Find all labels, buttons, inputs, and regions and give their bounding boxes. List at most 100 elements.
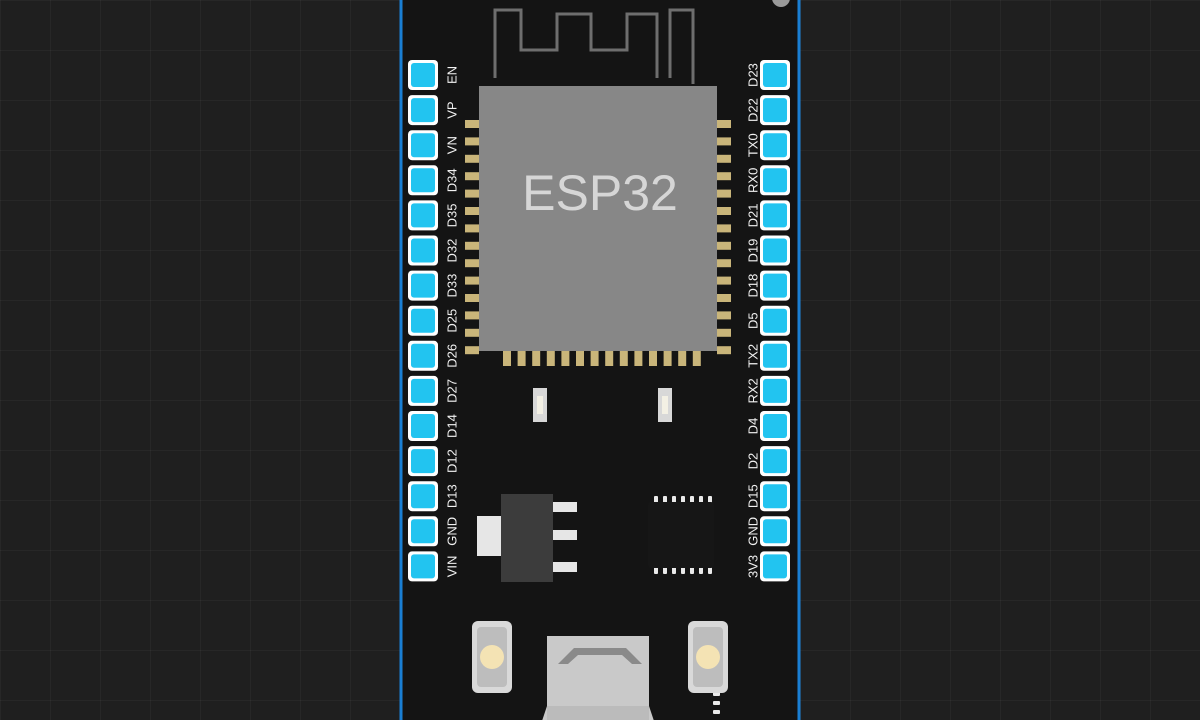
pin-label: D4 xyxy=(745,418,760,435)
pin-d22[interactable]: D22 xyxy=(745,95,790,126)
pin-pad xyxy=(411,414,435,438)
pin-pad xyxy=(411,98,435,123)
voltage-regulator xyxy=(477,494,577,582)
pin-pad xyxy=(411,378,435,403)
pin-rx0[interactable]: RX0 xyxy=(745,165,790,196)
pin-label: TX0 xyxy=(745,133,760,157)
pin-pad xyxy=(411,343,435,368)
pin-label: D32 xyxy=(444,239,459,263)
antenna-trace-end xyxy=(668,8,695,84)
pin-gnd[interactable]: GND xyxy=(745,516,790,547)
pin-label: D19 xyxy=(745,239,760,263)
pin-label: D2 xyxy=(745,453,760,470)
mounting-hole-icon xyxy=(772,0,790,7)
pin-d27[interactable]: D27 xyxy=(408,375,459,406)
micro-usb-connector[interactable] xyxy=(539,636,657,720)
pin-label: RX2 xyxy=(745,378,760,403)
pin-label: VN xyxy=(444,136,459,154)
boot-button[interactable] xyxy=(688,621,728,693)
pin-tx2[interactable]: TX2 xyxy=(745,340,790,371)
pin-label: D27 xyxy=(444,379,459,403)
pin-label: VP xyxy=(444,101,459,118)
pin-vin[interactable]: VIN xyxy=(408,551,459,582)
pin-label: GND xyxy=(745,517,760,546)
pin-pad xyxy=(763,168,787,193)
pin-d4[interactable]: D4 xyxy=(745,411,790,441)
pin-label: D18 xyxy=(745,274,760,298)
pin-d35[interactable]: D35 xyxy=(408,200,459,231)
pin-gnd[interactable]: GND xyxy=(408,516,459,547)
button-cap-icon xyxy=(696,645,720,669)
pin-d25[interactable]: D25 xyxy=(408,305,459,336)
pin-pad xyxy=(411,554,435,579)
pin-d33[interactable]: D33 xyxy=(408,270,459,301)
pin-vp[interactable]: VP xyxy=(408,95,459,126)
pin-label: TX2 xyxy=(745,344,760,368)
pin-label: D26 xyxy=(444,344,459,368)
resistor-left xyxy=(533,388,547,422)
pin-d12[interactable]: D12 xyxy=(408,446,459,477)
pin-3v3[interactable]: 3V3 xyxy=(745,551,790,582)
pin-vn[interactable]: VN xyxy=(408,130,459,161)
pin-label: D5 xyxy=(745,312,760,329)
pin-label: D35 xyxy=(444,203,459,227)
pin-label: D23 xyxy=(745,63,760,87)
pin-pad xyxy=(411,203,435,228)
pin-pad xyxy=(763,63,787,87)
pin-label: 3V3 xyxy=(745,555,760,578)
pin-d34[interactable]: D34 xyxy=(408,165,459,196)
en-reset-button[interactable] xyxy=(472,621,512,693)
pin-pad xyxy=(411,168,435,193)
pin-label: D13 xyxy=(444,484,459,508)
pin-label: D21 xyxy=(745,203,760,227)
pin-label: D12 xyxy=(444,449,459,473)
pin-en[interactable]: EN xyxy=(408,60,459,90)
pin-pad xyxy=(411,273,435,298)
pin-label: RX0 xyxy=(745,168,760,193)
pin-pad xyxy=(763,273,787,298)
chip-pads xyxy=(465,120,731,366)
pin-pad xyxy=(763,98,787,123)
pin-tx0[interactable]: TX0 xyxy=(745,130,790,161)
pin-label: D15 xyxy=(745,484,760,508)
pin-d18[interactable]: D18 xyxy=(745,270,790,301)
pin-d5[interactable]: D5 xyxy=(745,305,790,336)
pin-pad xyxy=(411,133,435,158)
esp32-chip[interactable] xyxy=(479,86,717,351)
button-cap-icon xyxy=(480,645,504,669)
pin-d2[interactable]: D2 xyxy=(745,446,790,477)
pin-label: D33 xyxy=(444,274,459,298)
pin-d32[interactable]: D32 xyxy=(408,235,459,266)
pin-d21[interactable]: D21 xyxy=(745,200,790,231)
chip-label: ESP32 xyxy=(522,165,678,221)
pin-label: D14 xyxy=(444,414,459,438)
pin-label: D22 xyxy=(745,98,760,122)
pin-pad xyxy=(411,484,435,509)
pin-pad xyxy=(763,343,787,368)
pin-label: GND xyxy=(444,517,459,546)
pin-pad xyxy=(763,519,787,544)
pin-pad xyxy=(411,449,435,474)
pin-label: D34 xyxy=(444,168,459,192)
pin-d26[interactable]: D26 xyxy=(408,340,459,371)
pin-pad xyxy=(763,554,787,579)
pin-d14[interactable]: D14 xyxy=(408,411,459,441)
pin-d13[interactable]: D13 xyxy=(408,481,459,512)
pin-pad xyxy=(763,449,787,474)
pin-label: VIN xyxy=(444,556,459,578)
pin-d15[interactable]: D15 xyxy=(745,481,790,512)
pin-pad xyxy=(763,238,787,263)
pin-pad xyxy=(411,238,435,263)
pin-pad xyxy=(411,63,435,87)
pin-d23[interactable]: D23 xyxy=(745,60,790,90)
pin-pad xyxy=(411,519,435,544)
resistor-right xyxy=(658,388,672,422)
pin-pad xyxy=(763,203,787,228)
pin-d19[interactable]: D19 xyxy=(745,235,790,266)
pin-rx2[interactable]: RX2 xyxy=(745,375,790,406)
pin-pad xyxy=(763,414,787,438)
pin-label: D25 xyxy=(444,309,459,333)
